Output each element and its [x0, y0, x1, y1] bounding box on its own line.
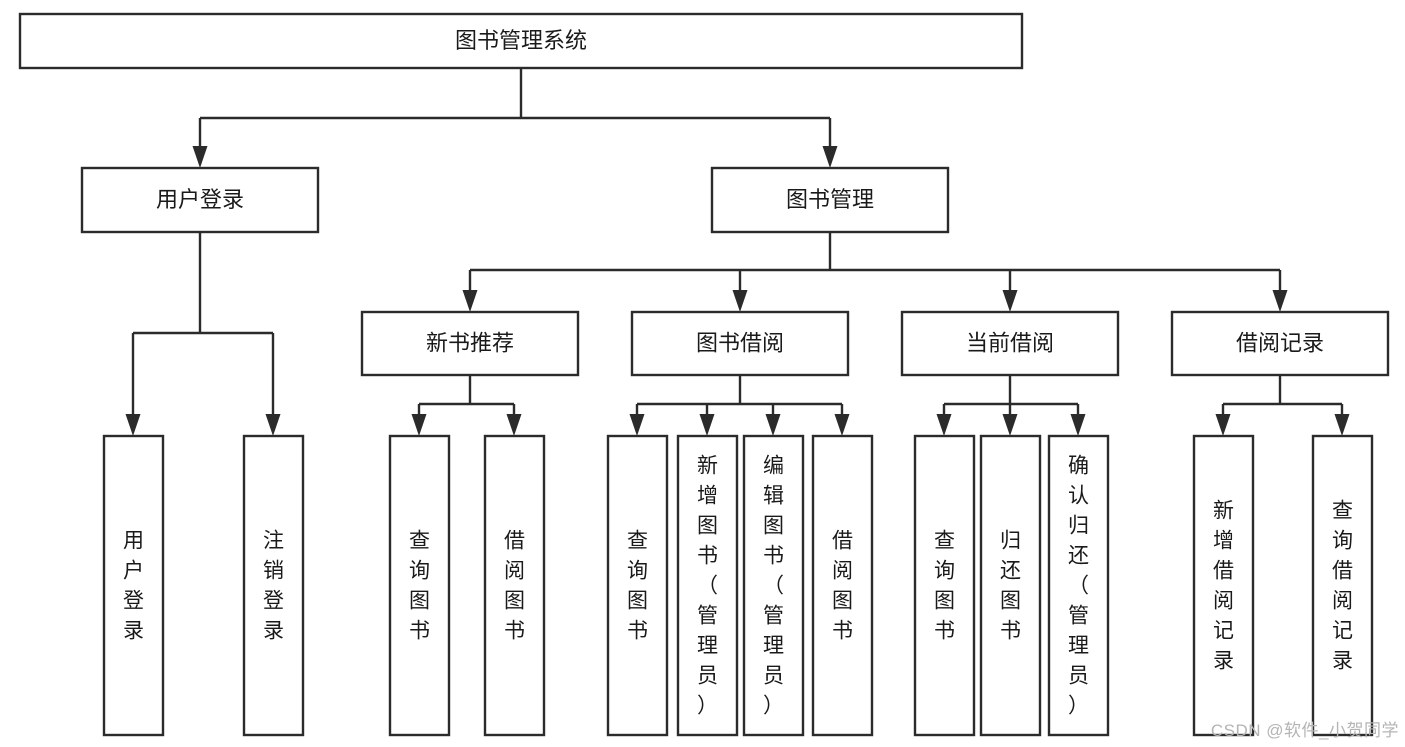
connector-borrow-record — [1215, 375, 1350, 436]
node-box[interactable] — [676, 434, 739, 737]
node-label: 注销登录 — [263, 530, 284, 643]
connector-book-borrow — [629, 375, 850, 436]
node-root-图书管理系统[interactable]: 图书管理系统 — [18, 12, 1024, 70]
node-current-borrow[interactable]: 当前借阅 — [900, 310, 1120, 377]
connector-layer — [125, 68, 1350, 436]
connector-root — [192, 68, 838, 168]
node-box[interactable] — [606, 434, 669, 737]
node-box[interactable] — [242, 434, 305, 737]
node-leaf-borrow-book-1[interactable]: 借阅图书 — [483, 434, 546, 737]
node-label: 查询图书 — [627, 530, 648, 643]
node-label: 图书管理 — [786, 187, 874, 212]
arrow-icon — [732, 290, 748, 312]
node-leaf-edit-book-admin[interactable]: 编辑图书（管理员） — [742, 434, 805, 737]
node-box[interactable] — [979, 434, 1042, 737]
node-label: 当前借阅 — [966, 330, 1054, 355]
node-box[interactable] — [900, 310, 1120, 377]
node-label: 编辑图书（管理员） — [763, 455, 784, 718]
node-box[interactable] — [710, 166, 950, 234]
arrow-icon — [822, 146, 838, 168]
node-leaf-query-book-3[interactable]: 查询图书 — [913, 434, 976, 737]
node-label: 新书推荐 — [426, 330, 514, 355]
arrow-icon — [1002, 290, 1018, 312]
connector-user-login — [125, 232, 281, 436]
arrow-icon — [936, 414, 952, 436]
node-label: 新增借阅记录 — [1213, 500, 1234, 673]
node-box[interactable] — [811, 434, 874, 737]
arrow-icon — [125, 414, 141, 436]
node-label: 用户登录 — [123, 530, 144, 643]
node-label: 用户登录 — [156, 187, 244, 212]
node-new-book-recommend[interactable]: 新书推荐 — [360, 310, 580, 377]
arrow-icon — [1070, 414, 1086, 436]
arrow-icon — [1002, 414, 1018, 436]
node-box[interactable] — [913, 434, 976, 737]
node-box[interactable] — [1311, 434, 1374, 737]
node-leaf-add-borrow-record[interactable]: 新增借阅记录 — [1192, 434, 1255, 737]
node-box[interactable] — [630, 310, 850, 377]
node-label: 借阅记录 — [1236, 330, 1324, 355]
node-box[interactable] — [18, 12, 1024, 70]
node-label: 查询图书 — [409, 530, 430, 643]
node-box[interactable] — [360, 310, 580, 377]
node-box[interactable] — [742, 434, 805, 737]
watermark-label: CSDN @软件_小贺同学 — [1210, 721, 1399, 740]
connector-new-book-recommend — [411, 375, 522, 436]
node-leaf-query-book-2[interactable]: 查询图书 — [606, 434, 669, 737]
arrow-icon — [629, 414, 645, 436]
node-box[interactable] — [388, 434, 451, 737]
node-label: 借阅图书 — [504, 530, 525, 643]
arrow-icon — [192, 146, 208, 168]
node-borrow-record[interactable]: 借阅记录 — [1170, 310, 1390, 377]
node-box[interactable] — [1047, 434, 1110, 737]
node-leaf-confirm-return-admin[interactable]: 确认归还（管理员） — [1047, 434, 1110, 737]
arrow-icon — [699, 414, 715, 436]
node-label: 查询借阅记录 — [1332, 500, 1353, 673]
node-leaf-borrow-book-2[interactable]: 借阅图书 — [811, 434, 874, 737]
node-box[interactable] — [1192, 434, 1255, 737]
node-label: 图书管理系统 — [455, 28, 587, 53]
arrow-icon — [765, 414, 781, 436]
node-user-login[interactable]: 用户登录 — [80, 166, 320, 234]
arrow-icon — [265, 414, 281, 436]
arrow-icon — [1215, 414, 1231, 436]
node-book-manage[interactable]: 图书管理 — [710, 166, 950, 234]
node-leaf-add-book-admin[interactable]: 新增图书（管理员） — [676, 434, 739, 737]
node-box[interactable] — [102, 434, 165, 737]
node-label: 确认归还（管理员） — [1068, 455, 1089, 718]
connector-book-manage — [462, 232, 1288, 312]
node-box[interactable] — [80, 166, 320, 234]
arrow-icon — [1334, 414, 1350, 436]
connector-current-borrow — [936, 375, 1086, 436]
node-book-borrow[interactable]: 图书借阅 — [630, 310, 850, 377]
node-leaf-query-book-1[interactable]: 查询图书 — [388, 434, 451, 737]
node-label: 新增图书（管理员） — [697, 455, 718, 718]
node-leaf-user-logout[interactable]: 注销登录 — [242, 434, 305, 737]
node-label: 借阅图书 — [832, 530, 853, 643]
node-layer: 图书管理系统用户登录图书管理新书推荐图书借阅当前借阅借阅记录用户登录注销登录查询… — [18, 12, 1390, 737]
arrow-icon — [1272, 290, 1288, 312]
arrow-icon — [834, 414, 850, 436]
node-label: 图书借阅 — [696, 330, 784, 355]
arrow-icon — [411, 414, 427, 436]
node-label: 归还图书 — [1000, 530, 1021, 643]
node-leaf-return-book[interactable]: 归还图书 — [979, 434, 1042, 737]
node-leaf-query-borrow-record[interactable]: 查询借阅记录 — [1311, 434, 1374, 737]
node-label: 查询图书 — [934, 530, 955, 643]
node-box[interactable] — [483, 434, 546, 737]
arrow-icon — [462, 290, 478, 312]
node-leaf-user-login[interactable]: 用户登录 — [102, 434, 165, 737]
arrow-icon — [506, 414, 522, 436]
node-box[interactable] — [1170, 310, 1390, 377]
